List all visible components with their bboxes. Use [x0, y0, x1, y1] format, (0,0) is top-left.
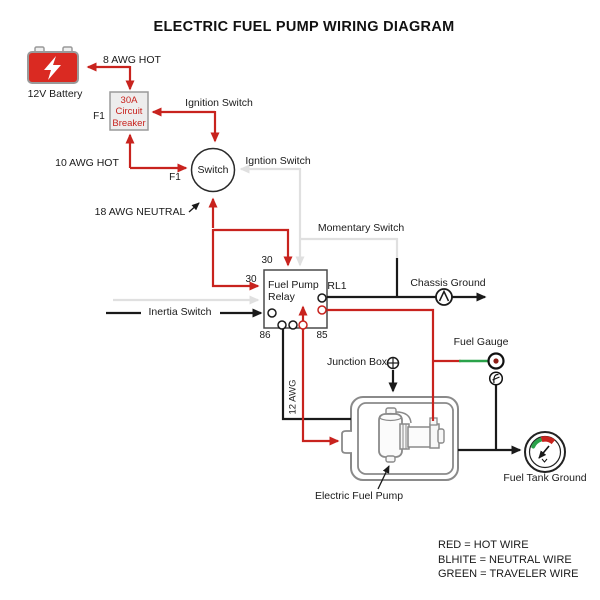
relay-pin-30-left: 30 [245, 274, 257, 285]
circuit-breaker-box [109, 91, 149, 131]
label-chassis-ground: Chassis Ground [410, 277, 486, 289]
gauge-green-band [531, 437, 543, 449]
relay-id-label: RL1 [327, 280, 347, 292]
relay-terminal-inertia [267, 308, 277, 318]
label-10awg-hot: 10 AWG HOT [55, 157, 119, 169]
relay-terminal-86 [277, 320, 287, 330]
gauge-needle [538, 445, 550, 459]
electric-fuel-pump-drawing [378, 407, 445, 463]
breaker-name-1: Circuit [115, 106, 143, 118]
relay-pin-30-top: 30 [261, 255, 273, 266]
label-electric-fuel-pump: Electric Fuel Pump [314, 490, 404, 502]
wire-momentary-switch [300, 237, 399, 259]
label-inertia-switch: Inertia Switch [148, 306, 212, 318]
caret-icon [438, 289, 450, 302]
label-junction-box: Junction Box [326, 356, 388, 368]
lightning-bolt-icon [44, 56, 61, 80]
breaker-rating: 30A [120, 95, 138, 106]
battery-symbol [27, 46, 79, 84]
relay-terminal-rl1 [317, 305, 327, 315]
label-8awg-hot: 8 AWG HOT [103, 54, 161, 66]
neutral-wires [113, 164, 399, 305]
pump-pointer-arrow [377, 465, 390, 490]
switch-label: Switch [197, 164, 229, 176]
battery-label: 12V Battery [27, 88, 83, 100]
awg18-pointer-arrow [188, 202, 200, 213]
breaker-name-2: Breaker [112, 117, 146, 129]
wire-30-top-feed [213, 228, 293, 267]
chassis-ground-symbol [435, 288, 453, 306]
fuel-sender-symbol [488, 371, 504, 386]
tank-left-connector-tab [341, 430, 352, 454]
gauge-red-band [540, 436, 556, 445]
page-title: ELECTRIC FUEL PUMP WIRING DIAGRAM [153, 19, 455, 35]
fuel-tank-ground-gauge [524, 431, 566, 473]
relay-terminal-85 [298, 320, 308, 330]
legend-red: RED = HOT WIRE [438, 539, 529, 551]
circuit-breaker-label: 30A Circuit Breaker [110, 95, 148, 129]
wire-30-left-feed [211, 229, 260, 291]
junction-box-symbol [386, 356, 400, 370]
fuse-label-switch: F1 [169, 172, 181, 183]
wire-color-legend: RED = HOT WIRE BLHITE = NEUTRAL WIRE GRE… [438, 538, 579, 582]
relay-terminals [267, 293, 327, 330]
fuel-gauge-symbol [487, 352, 505, 370]
wire-relay-85-to-tank [301, 329, 340, 446]
relay-terminal-mid [288, 320, 298, 330]
relay-label: Fuel Pump Relay [268, 279, 319, 303]
label-12awg: 12 AWG [287, 379, 299, 415]
fuel-pump-relay-box [263, 269, 328, 329]
legend-green: GREEN = TRAVELER WIRE [438, 568, 579, 581]
wire-rl1-to-pump [327, 308, 435, 421]
relay-name-2: Relay [268, 290, 295, 303]
label-18awg-neutral: 18 AWG NEUTRAL [94, 206, 186, 218]
label-ignition-switch-1: Ignition Switch [185, 97, 253, 109]
relay-name-1: Fuel Pump [268, 279, 319, 291]
label-momentary-switch: Momentary Switch [317, 222, 405, 234]
wire-relay-86-to-tank [281, 329, 351, 421]
fuse-label-breaker: F1 [93, 111, 105, 122]
switch-circle [190, 147, 236, 193]
label-fuel-gauge: Fuel Gauge [453, 336, 509, 348]
legend-white: BLHITE = NEUTRAL WIRE [438, 553, 572, 566]
ground-wires [106, 258, 522, 455]
label-fuel-tank-ground: Fuel Tank Ground [503, 472, 587, 484]
hot-wires [86, 62, 461, 446]
relay-terminal-ground [317, 293, 327, 303]
label-ignition-switch-2: Igntion Switch [245, 155, 311, 167]
relay-pin-85: 85 [316, 330, 328, 341]
relay-pin-86: 86 [259, 330, 271, 341]
